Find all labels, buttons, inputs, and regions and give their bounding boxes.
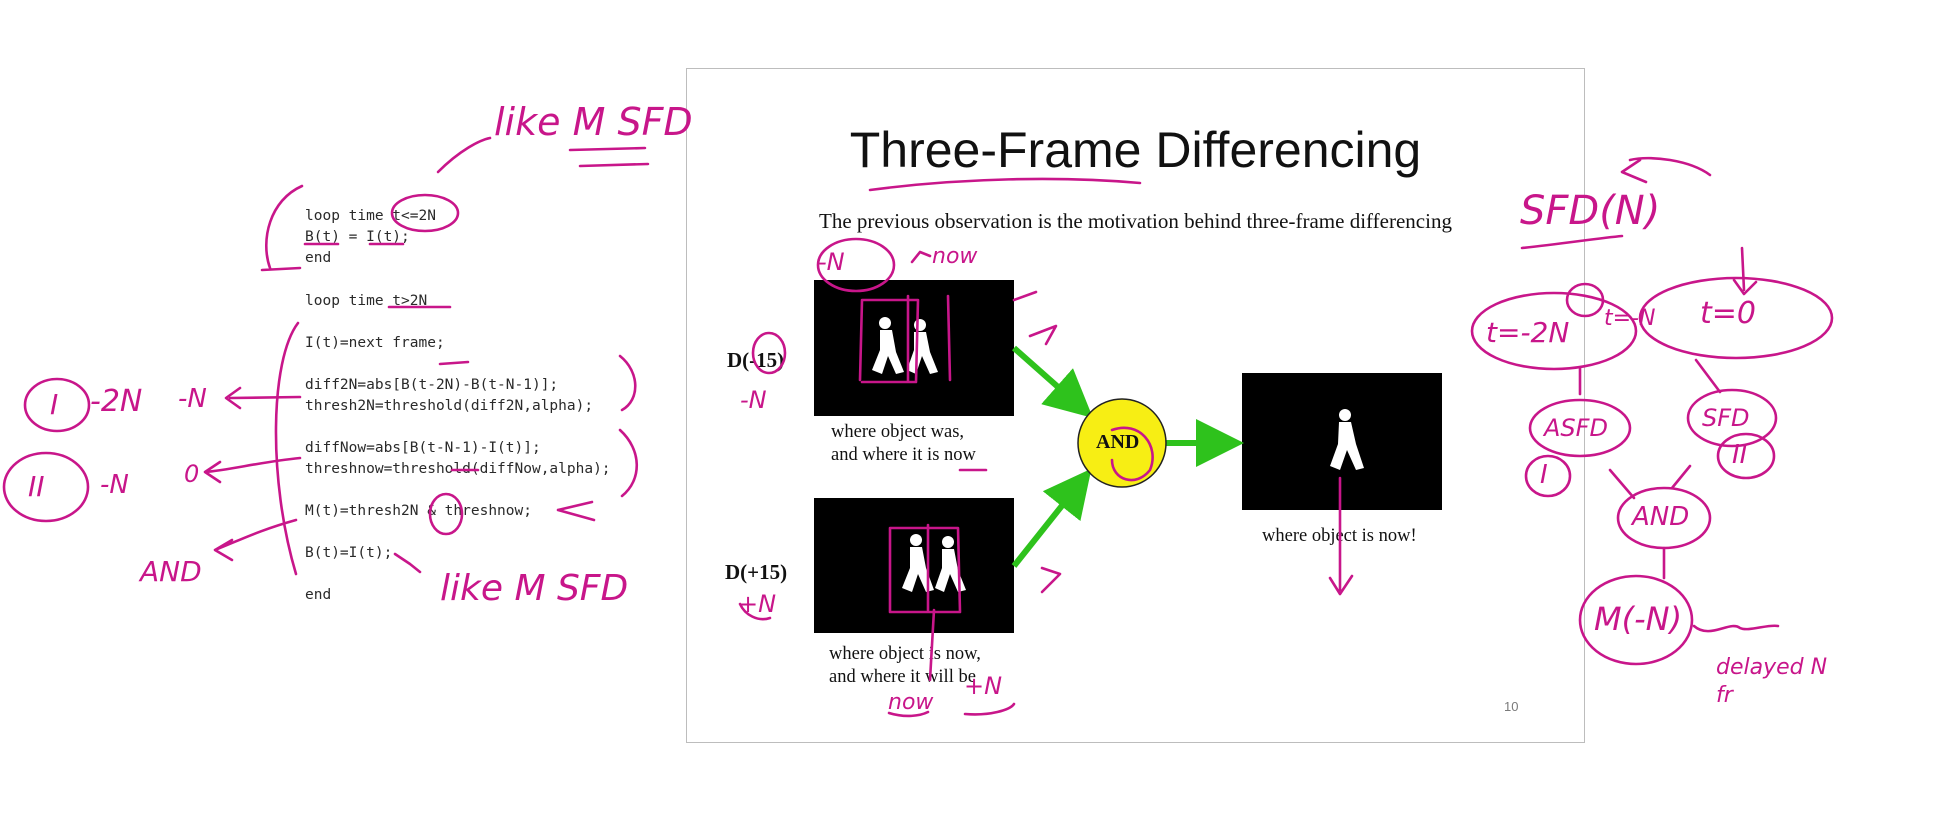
ink-minus-n-two: -N (100, 470, 129, 500)
frame-result (1242, 373, 1442, 510)
ink-roman-one-right: I (1540, 460, 1548, 490)
ink-zero: 0 (184, 460, 199, 488)
ink-t-minus-2n: t=-2N (1486, 316, 1569, 349)
ink-delayed-note: delayed N fr (1716, 654, 1846, 710)
ink-asfd: ASFD (1544, 414, 1608, 442)
ink-like-msfd-top: like M SFD (494, 100, 693, 144)
ink-plus-n-side: +N (738, 590, 776, 618)
ink-t-zero: t=0 (1700, 296, 1756, 331)
ink-now-top: now (932, 244, 977, 269)
ink-like-msfd-bottom: like M SFD (440, 568, 628, 609)
ink-roman-two: II (28, 470, 45, 503)
ink-and-right: AND (1632, 502, 1689, 532)
ink-roman-two-right: II (1732, 440, 1747, 470)
and-label: AND (1096, 431, 1139, 454)
ink-and-left: AND (140, 555, 202, 588)
ink-plus-n-bottom: +N (964, 672, 1002, 700)
arrow-bottom-to-and (1014, 478, 1084, 566)
ink-minus-2n: -2N (90, 384, 142, 419)
ink-t-minus-n: t=-N (1604, 306, 1655, 331)
arrow-top-to-and (1014, 348, 1084, 410)
ink-m-minus-n: M(-N) (1594, 600, 1682, 638)
ink-minus-n-side: -N (740, 386, 767, 414)
ink-now-bottom: now (888, 690, 933, 715)
ink-roman-one: I (50, 388, 58, 421)
ink-sfd-small: SFD (1702, 404, 1750, 432)
ink-minus-n: -N (178, 384, 207, 414)
ink-minus-n-frame: -N (818, 248, 845, 276)
ink-sfd-label: SFD(N) (1520, 188, 1660, 234)
